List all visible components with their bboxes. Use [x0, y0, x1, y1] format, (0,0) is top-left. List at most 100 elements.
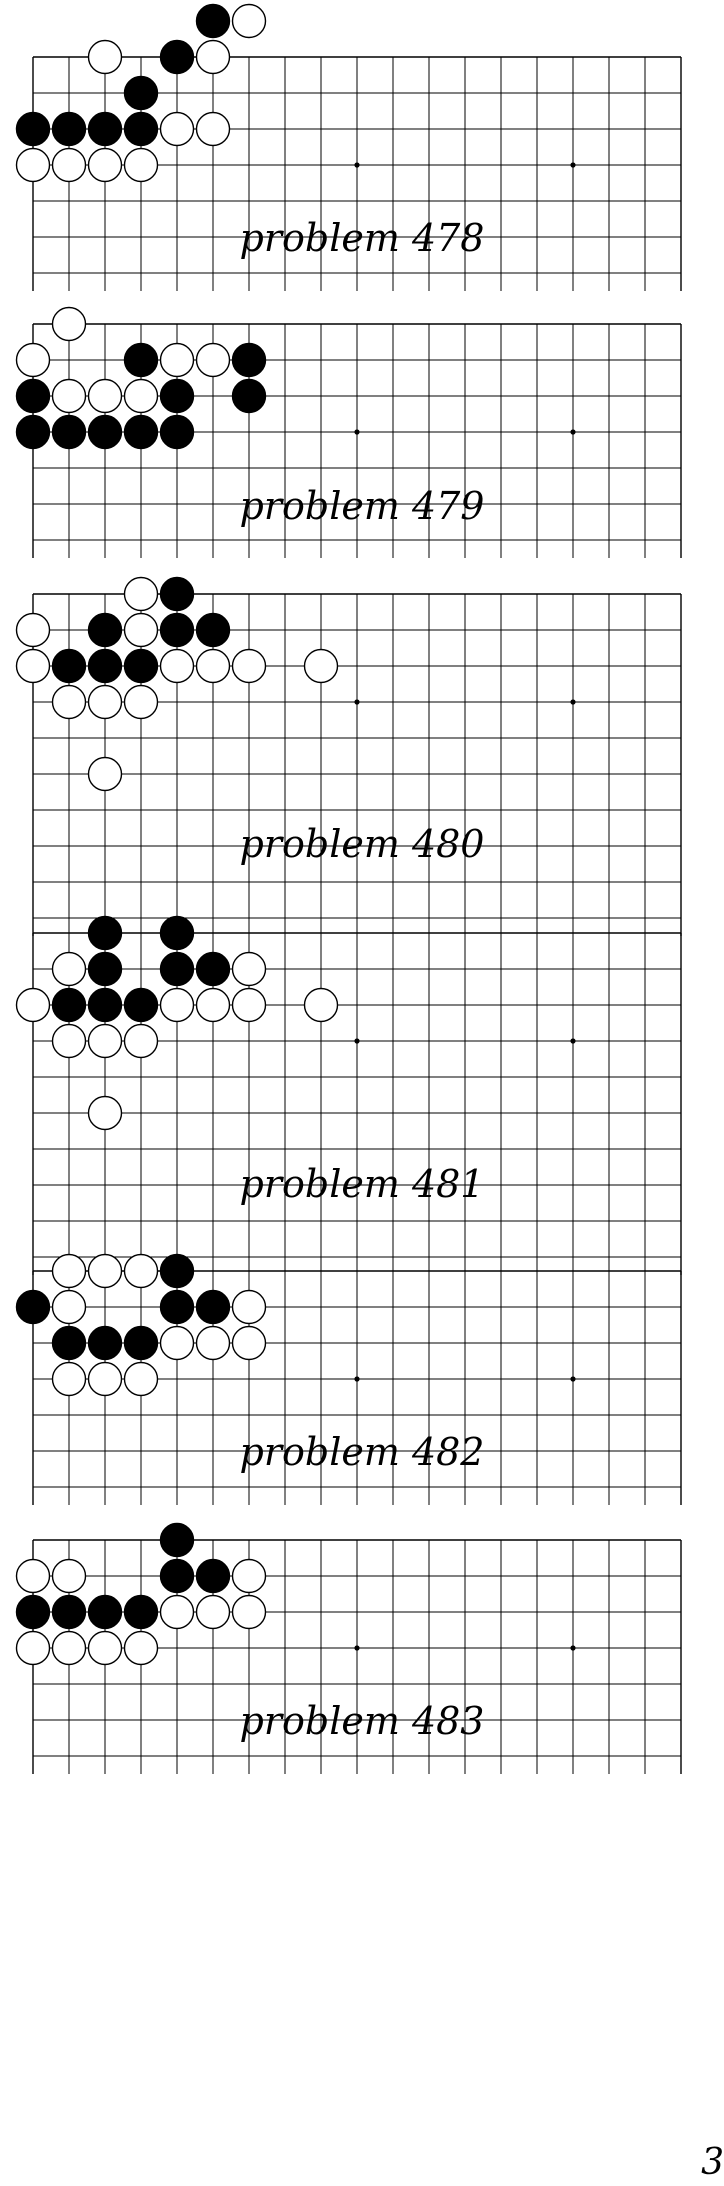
black-stone	[159, 1253, 195, 1289]
black-stone	[123, 75, 159, 111]
white-stone	[15, 648, 51, 684]
white-stone	[195, 1325, 231, 1361]
white-stone	[159, 111, 195, 147]
star-point	[354, 429, 360, 435]
star-point	[570, 1038, 576, 1044]
white-stone	[231, 1289, 267, 1325]
white-stone	[51, 1253, 87, 1289]
black-stone	[123, 1594, 159, 1630]
problem-title-481: problem 481	[239, 1162, 485, 1206]
star-point	[354, 1376, 360, 1382]
white-stone	[159, 987, 195, 1023]
star-point	[570, 1376, 576, 1382]
go-board-6	[15, 1522, 682, 1774]
black-stone	[51, 987, 87, 1023]
star-point	[354, 699, 360, 705]
white-stone	[15, 342, 51, 378]
black-stone	[159, 576, 195, 612]
white-stone	[231, 951, 267, 987]
white-stone	[87, 1253, 123, 1289]
white-stone	[231, 3, 267, 39]
white-stone	[303, 987, 339, 1023]
white-stone	[51, 1558, 87, 1594]
white-stone	[195, 342, 231, 378]
black-stone	[87, 648, 123, 684]
black-stone	[159, 39, 195, 75]
problem-title-480: problem 480	[239, 822, 485, 866]
white-stone	[159, 342, 195, 378]
black-stone	[51, 414, 87, 450]
white-stone	[123, 684, 159, 720]
white-stone	[123, 147, 159, 183]
black-stone	[159, 612, 195, 648]
white-stone	[231, 1558, 267, 1594]
black-stone	[195, 3, 231, 39]
white-stone	[195, 39, 231, 75]
black-stone	[159, 414, 195, 450]
black-stone	[159, 1289, 195, 1325]
go-board-2	[15, 306, 682, 558]
black-stone	[87, 951, 123, 987]
black-stone	[87, 612, 123, 648]
go-board-1	[15, 3, 682, 291]
black-stone	[195, 1289, 231, 1325]
white-stone	[195, 1594, 231, 1630]
white-stone	[51, 378, 87, 414]
black-stone	[15, 378, 51, 414]
black-stone	[15, 1594, 51, 1630]
white-stone	[15, 612, 51, 648]
white-stone	[87, 1630, 123, 1666]
black-stone	[87, 987, 123, 1023]
black-stone	[51, 1594, 87, 1630]
go-board-3	[15, 576, 682, 936]
white-stone	[87, 1023, 123, 1059]
black-stone	[51, 1325, 87, 1361]
page-number: 3	[701, 2142, 724, 2183]
black-stone	[159, 1558, 195, 1594]
black-stone	[51, 111, 87, 147]
white-stone	[15, 1558, 51, 1594]
star-point	[570, 1645, 576, 1651]
black-stone	[15, 414, 51, 450]
black-stone	[87, 111, 123, 147]
black-stone	[159, 915, 195, 951]
white-stone	[159, 1325, 195, 1361]
white-stone	[231, 1325, 267, 1361]
black-stone	[123, 342, 159, 378]
black-stone	[195, 1558, 231, 1594]
white-stone	[87, 378, 123, 414]
white-stone	[51, 147, 87, 183]
black-stone	[15, 111, 51, 147]
black-stone	[195, 951, 231, 987]
white-stone	[231, 648, 267, 684]
black-stone	[123, 648, 159, 684]
white-stone	[15, 987, 51, 1023]
black-stone	[123, 111, 159, 147]
problem-title-482: problem 482	[239, 1430, 485, 1474]
black-stone	[15, 1289, 51, 1325]
white-stone	[123, 1023, 159, 1059]
white-stone	[231, 987, 267, 1023]
go-board-4	[15, 915, 682, 1275]
black-stone	[87, 1325, 123, 1361]
go-board-5	[15, 1253, 682, 1505]
white-stone	[15, 147, 51, 183]
white-stone	[15, 1630, 51, 1666]
white-stone	[159, 648, 195, 684]
white-stone	[87, 39, 123, 75]
black-stone	[51, 648, 87, 684]
star-point	[570, 162, 576, 168]
black-stone	[159, 951, 195, 987]
black-stone	[159, 1522, 195, 1558]
black-stone	[231, 342, 267, 378]
white-stone	[87, 147, 123, 183]
problem-title-479: problem 479	[239, 484, 485, 528]
star-point	[354, 1038, 360, 1044]
black-stone	[87, 414, 123, 450]
white-stone	[51, 1023, 87, 1059]
black-stone	[87, 915, 123, 951]
white-stone	[195, 648, 231, 684]
white-stone	[51, 1361, 87, 1397]
